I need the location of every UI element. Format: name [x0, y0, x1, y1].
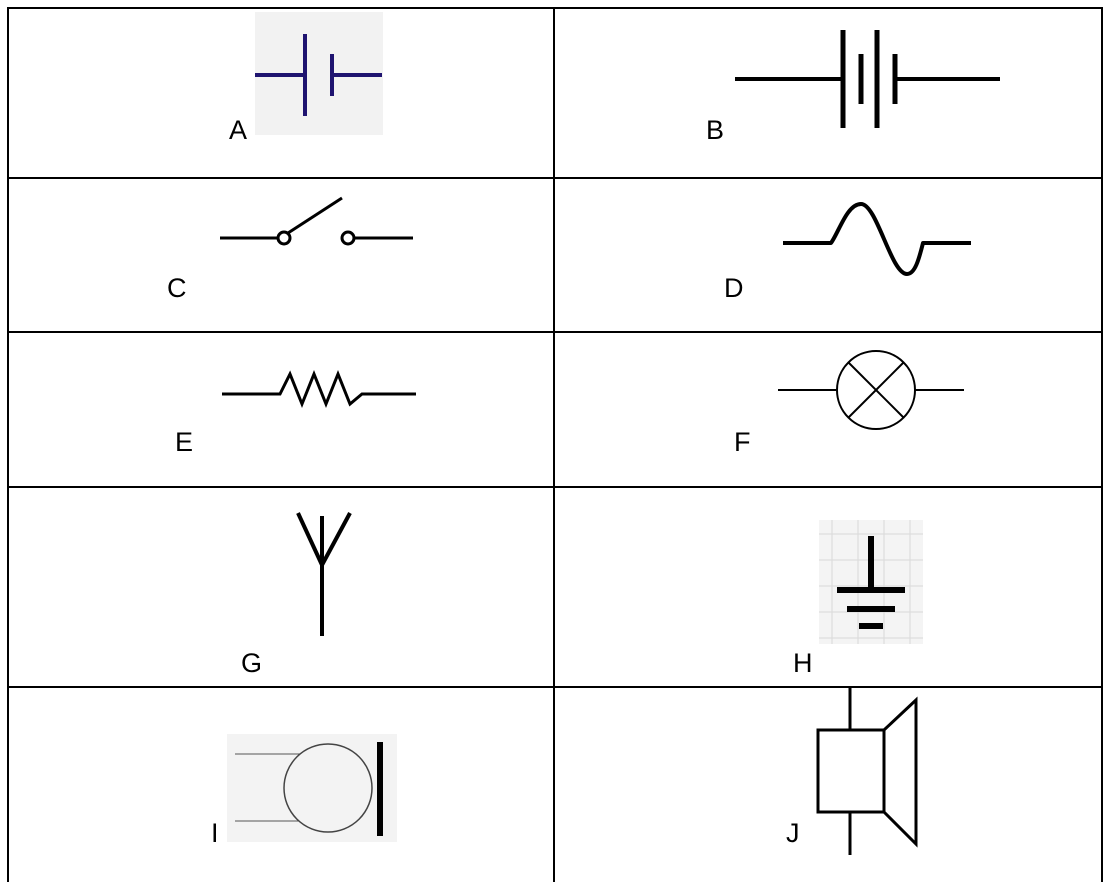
earth-icon: [819, 520, 923, 644]
symbol-label: C: [167, 273, 187, 303]
table-border-left: [7, 7, 9, 882]
loudspeaker-icon: [816, 688, 918, 855]
resistor-icon: [222, 369, 416, 409]
symbol-label: F: [734, 427, 751, 457]
ac-supply-icon: [783, 202, 971, 276]
lamp-icon: [778, 350, 964, 430]
aerial-icon: [296, 512, 352, 636]
symbol-label: B: [706, 115, 725, 145]
table-row-divider: [7, 177, 1103, 179]
symbol-label: J: [786, 818, 800, 848]
cell-icon: [255, 12, 383, 135]
symbol-label: D: [724, 273, 744, 303]
symbol-label: H: [793, 648, 813, 678]
symbol-label: I: [211, 818, 219, 848]
symbol-label: E: [175, 427, 194, 457]
symbol-label: A: [229, 115, 248, 145]
table-row-divider: [7, 686, 1103, 688]
table-border-right: [1101, 7, 1103, 882]
table-row-divider: [7, 486, 1103, 488]
table-border-top: [7, 7, 1103, 9]
table-column-divider: [553, 7, 555, 882]
battery-icon: [735, 30, 1000, 128]
microphone-icon: [227, 734, 397, 842]
switch-icon: [220, 196, 413, 246]
table-row-divider: [7, 331, 1103, 333]
symbol-label: G: [241, 648, 263, 678]
